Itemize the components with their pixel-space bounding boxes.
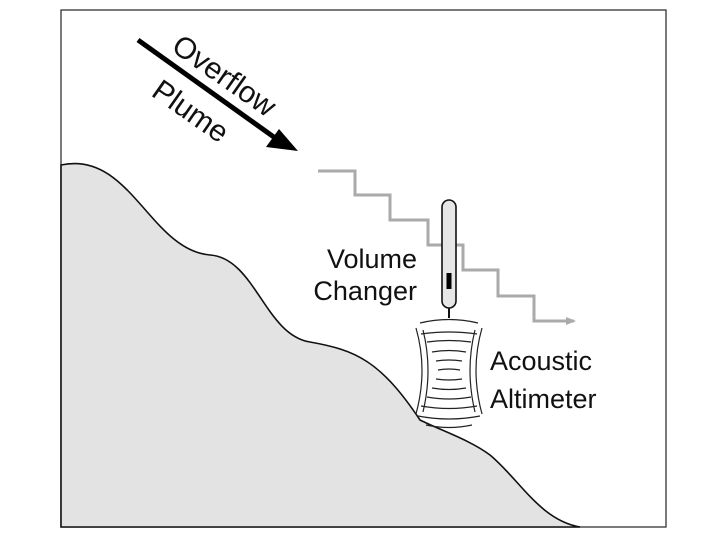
label-acoustic: Acoustic bbox=[490, 346, 592, 376]
flow-direction-arrow-icon bbox=[136, 37, 298, 151]
label-changer: Changer bbox=[313, 276, 417, 306]
acoustic-pulse-waves-icon bbox=[415, 318, 483, 429]
staircase-end-tick bbox=[566, 317, 576, 325]
volume-changer-probe-icon bbox=[441, 199, 457, 318]
label-volume: Volume bbox=[327, 244, 417, 274]
label-altimeter: Altimeter bbox=[490, 384, 597, 414]
seabed-slope bbox=[60, 162, 581, 528]
